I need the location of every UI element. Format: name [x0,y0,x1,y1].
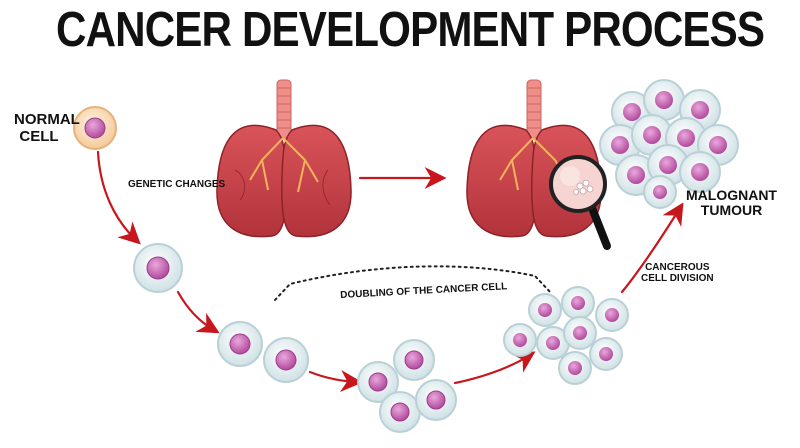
cancer-cell-cluster [503,286,629,385]
normal-cell-label: NORMAL CELL [14,111,80,145]
cell-stage-2b [263,337,309,383]
arrow-cell-to-pair [176,290,220,334]
lungs-icon [216,79,352,238]
cancerous-division-label: CANCEROUS CELL DIVISION [641,262,714,284]
genetic-changes-label: GENETIC CHANGES [128,179,226,190]
arrow-four-to-cluster [453,351,536,385]
flow-arrows [96,150,684,393]
cancerous-division-line1: CANCEROUS [645,262,710,273]
tumour-label-line2: TUMOUR [700,202,763,219]
cancerous-division-line2: CELL DIVISION [641,273,714,284]
normal-cell-label-line2: CELL [19,127,59,145]
cell-stage-2a [217,321,263,367]
tumour-label: MALOGNANT TUMOUR [686,187,777,219]
normal-cell-label-line1: NORMAL [14,111,80,128]
normal-cell [73,106,117,150]
magnifier-icon [549,155,611,250]
tumour-label-line1: MALOGNANT [686,187,777,203]
doubling-bracket [274,265,553,301]
page-title: CANCER DEVELOPMENT PROCESS [56,3,765,57]
arrow-normal-to-cell [96,150,141,245]
arrow-pair-to-four [308,370,363,393]
tumour-icon [599,79,739,209]
cell-stage-1 [133,243,183,293]
cell-stage-3 [357,339,457,433]
arrow-cluster-to-tumour [620,202,684,294]
